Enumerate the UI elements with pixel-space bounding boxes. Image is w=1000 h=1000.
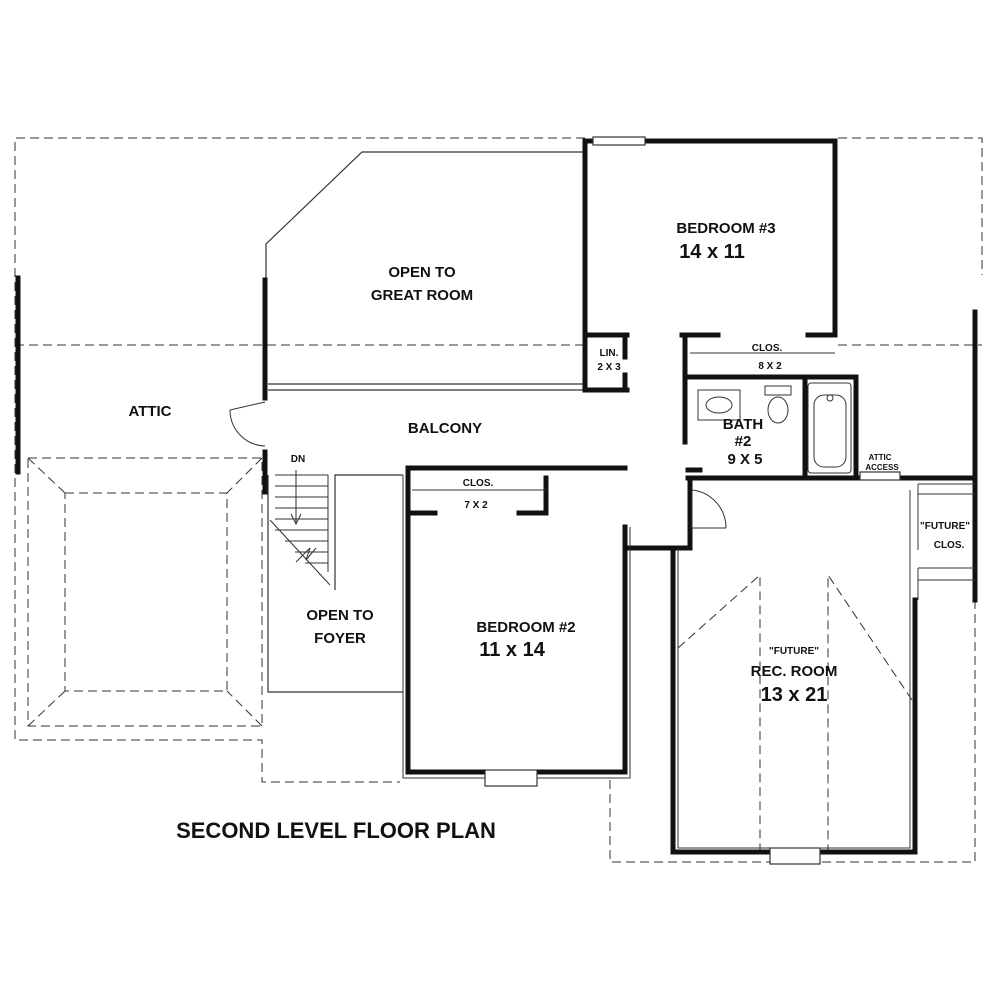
- bath2-size: 9 X 5: [727, 451, 762, 468]
- attic-name: ATTIC: [128, 403, 171, 420]
- closet3-name: CLOS.: [752, 343, 783, 354]
- stair: [269, 470, 331, 586]
- bedroom2-name: BEDROOM #2: [476, 619, 575, 636]
- future-closet-line1: "FUTURE": [920, 521, 970, 532]
- linen-name: LIN.: [600, 348, 619, 359]
- bath-fixtures: [697, 382, 852, 474]
- doors: [229, 401, 727, 529]
- future-closet-line2: CLOS.: [934, 540, 965, 551]
- bedroom2-size: 11 x 14: [479, 639, 546, 661]
- rec-room-line1: "FUTURE": [769, 646, 819, 657]
- stair-dn-label: DN: [291, 454, 305, 465]
- roof-outline: [14, 137, 983, 863]
- balcony-name: BALCONY: [408, 420, 482, 437]
- open-foyer-line1: OPEN TO: [306, 607, 374, 624]
- bath2-line1: BATH: [723, 416, 764, 433]
- open-foyer-line2: FOYER: [314, 630, 366, 647]
- plan-title: SECOND LEVEL FLOOR PLAN: [176, 818, 496, 843]
- bedroom3-size: 14 x 11: [679, 241, 745, 263]
- open-great-room-line2: GREAT ROOM: [371, 287, 473, 304]
- labels: BEDROOM #3 14 x 11 OPEN TO GREAT ROOM LI…: [128, 220, 970, 843]
- open-great-room-line1: OPEN TO: [388, 264, 456, 281]
- closet3-size: 8 X 2: [758, 361, 782, 372]
- linen-size: 2 X 3: [597, 362, 621, 373]
- rec-room-size: 13 x 21: [761, 684, 828, 706]
- windows: [484, 136, 901, 865]
- attic-access-line1: ATTIC: [869, 453, 892, 462]
- rec-room-line2: REC. ROOM: [751, 663, 838, 680]
- rec-room-hips: [677, 573, 913, 850]
- bedroom3-name: BEDROOM #3: [676, 220, 775, 237]
- closet2-size: 7 X 2: [464, 500, 488, 511]
- walls: [15, 138, 978, 855]
- attic-access-line2: ACCESS: [865, 463, 899, 472]
- bath2-line2: #2: [735, 433, 752, 450]
- closet2-name: CLOS.: [463, 478, 494, 489]
- hip-roof: [27, 457, 263, 727]
